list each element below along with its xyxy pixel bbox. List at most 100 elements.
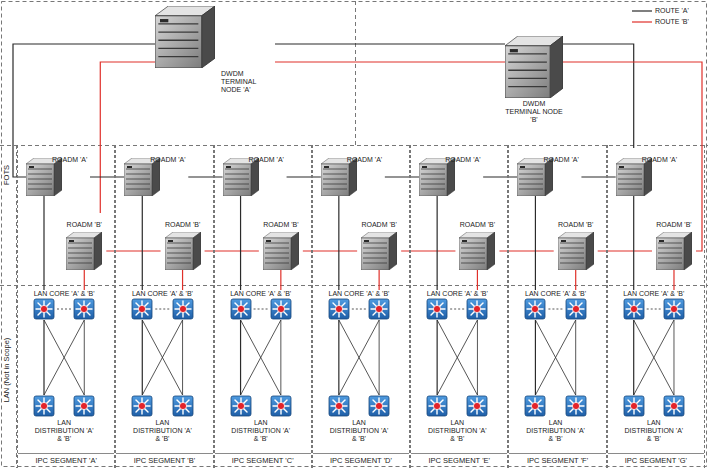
route-link (43, 320, 44, 395)
switch-icon (524, 298, 546, 320)
lan-link (634, 320, 674, 395)
ipc-segment: ROADM 'A'ROADM 'B'LAN CORE 'A' & 'B'LAN … (214, 145, 312, 468)
roadm-b: ROADM 'B' (161, 213, 205, 270)
switch-icon (623, 298, 645, 320)
route-link (437, 196, 438, 290)
server-icon (155, 6, 215, 68)
roadm-a: ROADM 'A' (517, 148, 581, 196)
route-link (287, 176, 321, 177)
route-link (633, 196, 634, 290)
switch-icon (328, 298, 350, 320)
route-link (100, 62, 155, 213)
ipc-segment: ROADM 'A'ROADM 'B'LAN CORE 'A' & 'B'LAN … (115, 145, 213, 468)
lan-link (44, 320, 84, 395)
switch-pair (230, 395, 292, 417)
core-peer-link (450, 309, 464, 310)
server-icon (124, 158, 160, 196)
server-icon (656, 232, 692, 270)
node-label: LAN CORE 'A' & 'B' (426, 290, 488, 298)
lan-core: LAN CORE 'A' & 'B' (230, 290, 292, 320)
ipc-segment: ROADM 'A' ROADM 'B' LAN CORE 'A' & 'B' LAN … (607, 145, 705, 468)
lan-link (535, 320, 575, 395)
node-label: ROADM 'A' (445, 156, 480, 164)
server-icon (361, 232, 397, 270)
server-icon (223, 158, 259, 196)
switch-icon (565, 395, 587, 417)
server-icon (558, 232, 594, 270)
route-link (535, 196, 536, 290)
node-label: ROADM 'B' (656, 221, 691, 229)
lan-link (477, 320, 478, 395)
node-label: DWDM TERMINAL NODE 'B' (505, 100, 563, 124)
route-link (188, 176, 222, 177)
route-link (477, 270, 478, 290)
route-link (84, 270, 85, 290)
switch-pair (524, 298, 586, 320)
switch-icon (663, 298, 685, 320)
server-icon (517, 158, 553, 196)
switch-icon (524, 395, 546, 417)
core-peer-link (254, 309, 268, 310)
lan-distribution: LAN DISTRIBUTION 'A' & 'B' (623, 395, 685, 443)
route-link (142, 320, 143, 395)
roadm-b: ROADM 'B' (259, 213, 303, 270)
switch-icon (466, 395, 488, 417)
route-link (633, 320, 634, 395)
node-label: ROADM 'A' (543, 156, 578, 164)
lan-distribution: LAN DISTRIBUTION 'A' & 'B' (328, 395, 390, 443)
server-icon (459, 232, 495, 270)
lan-core: LAN CORE 'A' & 'B' (623, 290, 685, 320)
lan-link (44, 320, 84, 395)
route-link (43, 196, 44, 290)
lan-link (575, 320, 576, 395)
switch-pair (230, 298, 292, 320)
route-link (338, 196, 339, 290)
switch-icon (230, 298, 252, 320)
route-link (275, 61, 505, 62)
lan-link (437, 320, 477, 395)
switch-icon (328, 395, 350, 417)
lan-link (280, 320, 281, 395)
server-icon (263, 232, 299, 270)
switch-pair (33, 298, 95, 320)
server-icon (419, 158, 455, 196)
route-link (13, 44, 155, 177)
band-holder: LAN (Not in Scope) (0, 286, 14, 454)
server-icon (165, 232, 201, 270)
node-label: LAN CORE 'A' & 'B' (623, 290, 685, 298)
node-label: IPC SEGMENT 'F' (509, 453, 605, 467)
node-label: LAN CORE 'A' & 'B' (131, 290, 193, 298)
core-peer-link (647, 309, 661, 310)
lan-cross-links (44, 309, 674, 395)
route-link (437, 320, 438, 395)
node-label: LAN CORE 'A' & 'B' (33, 290, 95, 298)
node-label: ROADM 'B' (263, 221, 298, 229)
node-label: ROADM 'B' (165, 221, 200, 229)
lan-distribution: LAN DISTRIBUTION 'A' & 'B' (33, 395, 95, 443)
legend-text: ROUTE 'A' (655, 7, 689, 15)
route-link (142, 196, 143, 290)
node-label: ROADM 'A' (642, 156, 677, 164)
node-label: LAN CORE 'A' & 'B' (524, 290, 586, 298)
switch-pair (131, 395, 193, 417)
switch-pair (426, 395, 488, 417)
node-label: LAN DISTRIBUTION 'A' & 'B' (131, 419, 193, 443)
node-label: LAN DISTRIBUTION 'A' & 'B' (426, 419, 488, 443)
roadm-b: ROADM 'B' (652, 213, 696, 270)
route-link (240, 196, 241, 290)
route-link (338, 320, 339, 395)
switch-icon (270, 298, 292, 320)
node-label: LAN DISTRIBUTION 'A' & 'B' (33, 419, 95, 443)
roadm-a: ROADM 'A' (223, 148, 287, 196)
ipc-segment: ROADM 'A'ROADM 'B'LAN CORE 'A' & 'B'LAN … (312, 145, 410, 468)
route-link (673, 270, 674, 290)
server-icon (321, 158, 357, 196)
ipc-segment: ROADM 'A'ROADM 'B'LAN CORE 'A' & 'B'LAN … (410, 145, 508, 468)
lan-link (142, 320, 182, 395)
legend-row: ROUTE 'A' (632, 5, 689, 16)
core-peer-link (352, 309, 366, 310)
switch-icon (73, 395, 95, 417)
core-peer-link (155, 309, 169, 310)
